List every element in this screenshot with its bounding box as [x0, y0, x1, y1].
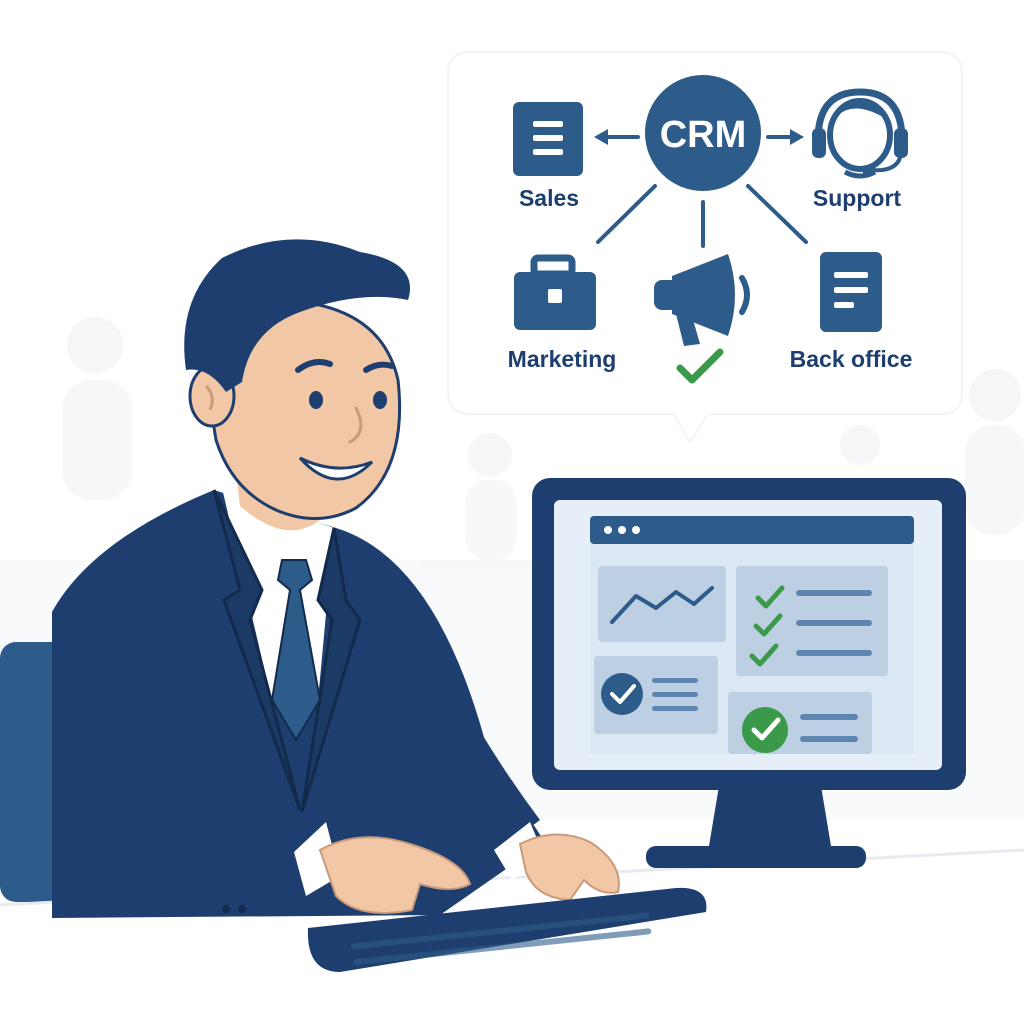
line-chart-card — [598, 566, 726, 642]
checklist-card — [736, 566, 888, 676]
megaphone-icon — [654, 254, 750, 346]
node-sales: Sales — [513, 102, 583, 211]
left-hand — [518, 833, 620, 902]
check-icon — [676, 348, 724, 384]
approved-card — [728, 692, 872, 754]
trend-line — [610, 586, 714, 624]
form-document-icon — [820, 252, 882, 332]
window-dots-icon — [604, 526, 640, 534]
monitor-base — [646, 846, 866, 868]
node-support: Support — [812, 88, 908, 211]
computer-monitor — [532, 478, 966, 868]
briefcase-icon — [514, 254, 596, 330]
node-back-office-label: Back office — [790, 346, 913, 372]
node-marketing-label: Marketing — [508, 346, 617, 372]
window-title-bar — [590, 516, 914, 544]
node-back-office: Back office — [790, 252, 913, 372]
right-sleeve — [94, 612, 321, 872]
arrowhead-right — [790, 129, 804, 145]
left-sleeve — [400, 640, 540, 850]
progress-card — [594, 656, 718, 734]
right-hand — [318, 836, 472, 914]
connector-back-office — [746, 184, 808, 244]
smile — [298, 456, 374, 481]
head — [184, 239, 410, 520]
businessman — [52, 239, 620, 918]
document-list-icon — [513, 102, 583, 176]
headset-agent-icon — [812, 88, 908, 179]
hair — [184, 239, 410, 392]
node-sales-label: Sales — [519, 185, 579, 211]
keyboard — [307, 887, 707, 972]
diagram-connectors — [594, 129, 808, 248]
connector-marketing — [596, 184, 657, 244]
node-support-label: Support — [813, 185, 901, 211]
arrowhead-left — [594, 129, 608, 145]
necktie — [270, 559, 322, 742]
node-marketing: Marketing — [508, 254, 617, 372]
monitor-stand — [708, 780, 832, 852]
node-campaign — [654, 254, 750, 384]
crm-hub-label: CRM — [660, 114, 747, 156]
crm-hub: CRM — [645, 75, 761, 191]
